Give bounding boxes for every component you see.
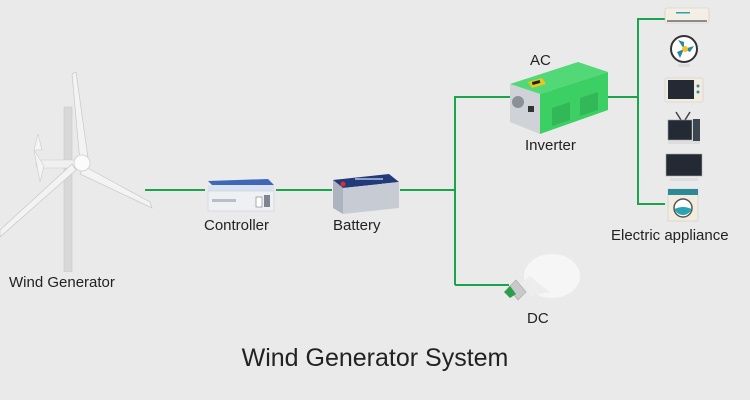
battery-label: Battery: [333, 217, 381, 234]
inverter-icon: [510, 62, 608, 134]
washing-machine-icon: [667, 188, 699, 222]
charge-controller-icon: [207, 179, 275, 212]
microwave-icon: [664, 77, 704, 103]
wind-generator-label: Wind Generator: [9, 274, 115, 291]
ac-label: AC: [530, 52, 551, 69]
battery-icon: [333, 174, 399, 214]
wire-appliance-bus: [637, 18, 665, 205]
page-title: Wind Generator System: [241, 344, 509, 372]
television-icon: [667, 111, 700, 144]
light-bulb-icon: [504, 254, 580, 301]
monitor-icon: [665, 153, 703, 181]
fan-icon: [670, 35, 698, 67]
wind-turbine-icon: [0, 71, 153, 272]
electric-appliance-label: Electric appliance: [611, 227, 729, 244]
air-conditioner-icon: [664, 7, 710, 24]
dc-label: DC: [527, 310, 549, 327]
wire-bus-inverter: [454, 96, 510, 285]
inverter-label: Inverter: [525, 137, 576, 154]
controller-label: Controller: [204, 217, 270, 234]
